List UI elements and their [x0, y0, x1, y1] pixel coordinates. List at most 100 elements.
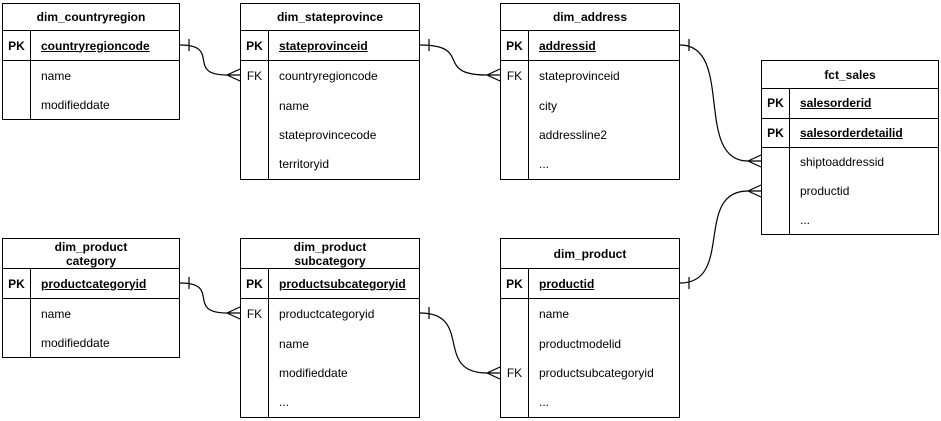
key-badge: PK: [241, 31, 269, 61]
field-name: addressid: [539, 38, 596, 53]
entity-title: dim_product subcategory: [241, 239, 419, 269]
field-name: productcategoryid: [279, 307, 375, 322]
entity-title: dim_address: [501, 4, 679, 31]
relationship-dim_countryregion-to-dim_stateprovince[interactable]: [179, 39, 241, 82]
field-row: PK countryregioncode: [3, 31, 179, 61]
field-name: stateprovinceid: [279, 38, 368, 53]
key-badge: PK: [3, 31, 31, 60]
field-row: ...: [501, 387, 679, 418]
field-row: name: [3, 61, 179, 90]
field-row: name: [501, 299, 679, 329]
relationship-dim_productcategory-to-dim_productsubcategory[interactable]: [179, 277, 241, 320]
key-badge: [501, 328, 529, 359]
cardinality-many-crowfoot: [486, 68, 501, 82]
field-name: productsubcategoryid: [279, 276, 406, 291]
field-row: stateprovincecode: [241, 120, 419, 150]
field-name: productsubcategoryid: [539, 365, 654, 380]
field-row: FK stateprovinceid: [501, 61, 679, 91]
field-row: modifieddate: [3, 90, 179, 119]
key-badge: [762, 176, 790, 206]
key-badge: [501, 120, 529, 150]
field-name: city: [539, 98, 557, 113]
field-row: addressline2: [501, 120, 679, 150]
connector-line: [419, 312, 488, 374]
field-name: countryregioncode: [41, 38, 150, 53]
field-name: territoryid: [279, 157, 330, 172]
field-row: FK countryregioncode: [241, 61, 419, 91]
connector-line: [419, 44, 488, 76]
field-name: shiptoaddressid: [800, 155, 885, 170]
key-badge: FK: [501, 61, 529, 91]
field-row: PK stateprovinceid: [241, 31, 419, 62]
key-badge: [501, 149, 529, 180]
key-badge: [241, 120, 269, 150]
field-name: countryregioncode: [279, 69, 378, 84]
field-name: stateprovincecode: [279, 127, 377, 142]
field-row: FK productcategoryid: [241, 299, 419, 329]
key-badge: [3, 299, 31, 328]
field-name: productmodelid: [539, 336, 622, 351]
field-row: territoryid: [241, 149, 419, 180]
key-badge: FK: [501, 358, 529, 388]
field-name: name: [41, 306, 72, 321]
entity-title: dim_product: [501, 239, 679, 269]
key-badge: PK: [241, 269, 269, 299]
entity-title: dim_product category: [3, 239, 179, 269]
field-name: productid: [539, 276, 595, 291]
key-badge: [501, 90, 529, 121]
key-badge: [3, 328, 31, 357]
cardinality-many-crowfoot: [226, 68, 241, 82]
field-row: name: [241, 90, 419, 121]
entity-title: dim_stateprovince: [241, 4, 419, 31]
key-badge: PK: [501, 31, 529, 61]
field-row: name: [241, 328, 419, 359]
field-row: PK addressid: [501, 31, 679, 62]
field-row: productid: [762, 176, 938, 206]
field-name: modifieddate: [279, 365, 348, 380]
field-name: addressline2: [539, 127, 608, 142]
key-badge: FK: [241, 299, 269, 329]
field-name: ...: [800, 212, 811, 227]
key-badge: [241, 358, 269, 388]
key-badge: [241, 90, 269, 121]
entity-dim_productsubcategory[interactable]: dim_product subcategory PK productsubcate…: [240, 238, 420, 418]
relationship-dim_product-to-fct_sales[interactable]: [679, 184, 762, 289]
relationship-dim_stateprovince-to-dim_address[interactable]: [419, 39, 501, 82]
relationship-dim_productsubcategory-to-dim_product[interactable]: [419, 307, 501, 380]
field-name: ...: [539, 395, 550, 410]
field-row: shiptoaddressid: [762, 148, 938, 177]
key-badge: PK: [762, 89, 790, 118]
relationship-dim_address-to-fct_sales[interactable]: [679, 39, 762, 168]
field-name: name: [41, 68, 72, 83]
field-name: productid: [800, 184, 850, 199]
cardinality-many-crowfoot: [486, 366, 501, 380]
field-row: FK productsubcategoryid: [501, 358, 679, 388]
entity-title: fct_sales: [762, 61, 938, 89]
field-name: name: [279, 336, 310, 351]
field-name: modifieddate: [41, 335, 110, 350]
field-row: modifieddate: [241, 358, 419, 388]
key-badge: [241, 328, 269, 359]
connector-line: [179, 282, 228, 314]
field-row: productmodelid: [501, 328, 679, 359]
field-name: salesorderdetailid: [800, 125, 903, 140]
key-badge: FK: [241, 61, 269, 91]
field-row: ...: [241, 387, 419, 418]
connector-line: [679, 190, 749, 284]
field-name: stateprovinceid: [539, 69, 620, 84]
key-badge: [762, 148, 790, 177]
key-badge: PK: [762, 118, 790, 148]
